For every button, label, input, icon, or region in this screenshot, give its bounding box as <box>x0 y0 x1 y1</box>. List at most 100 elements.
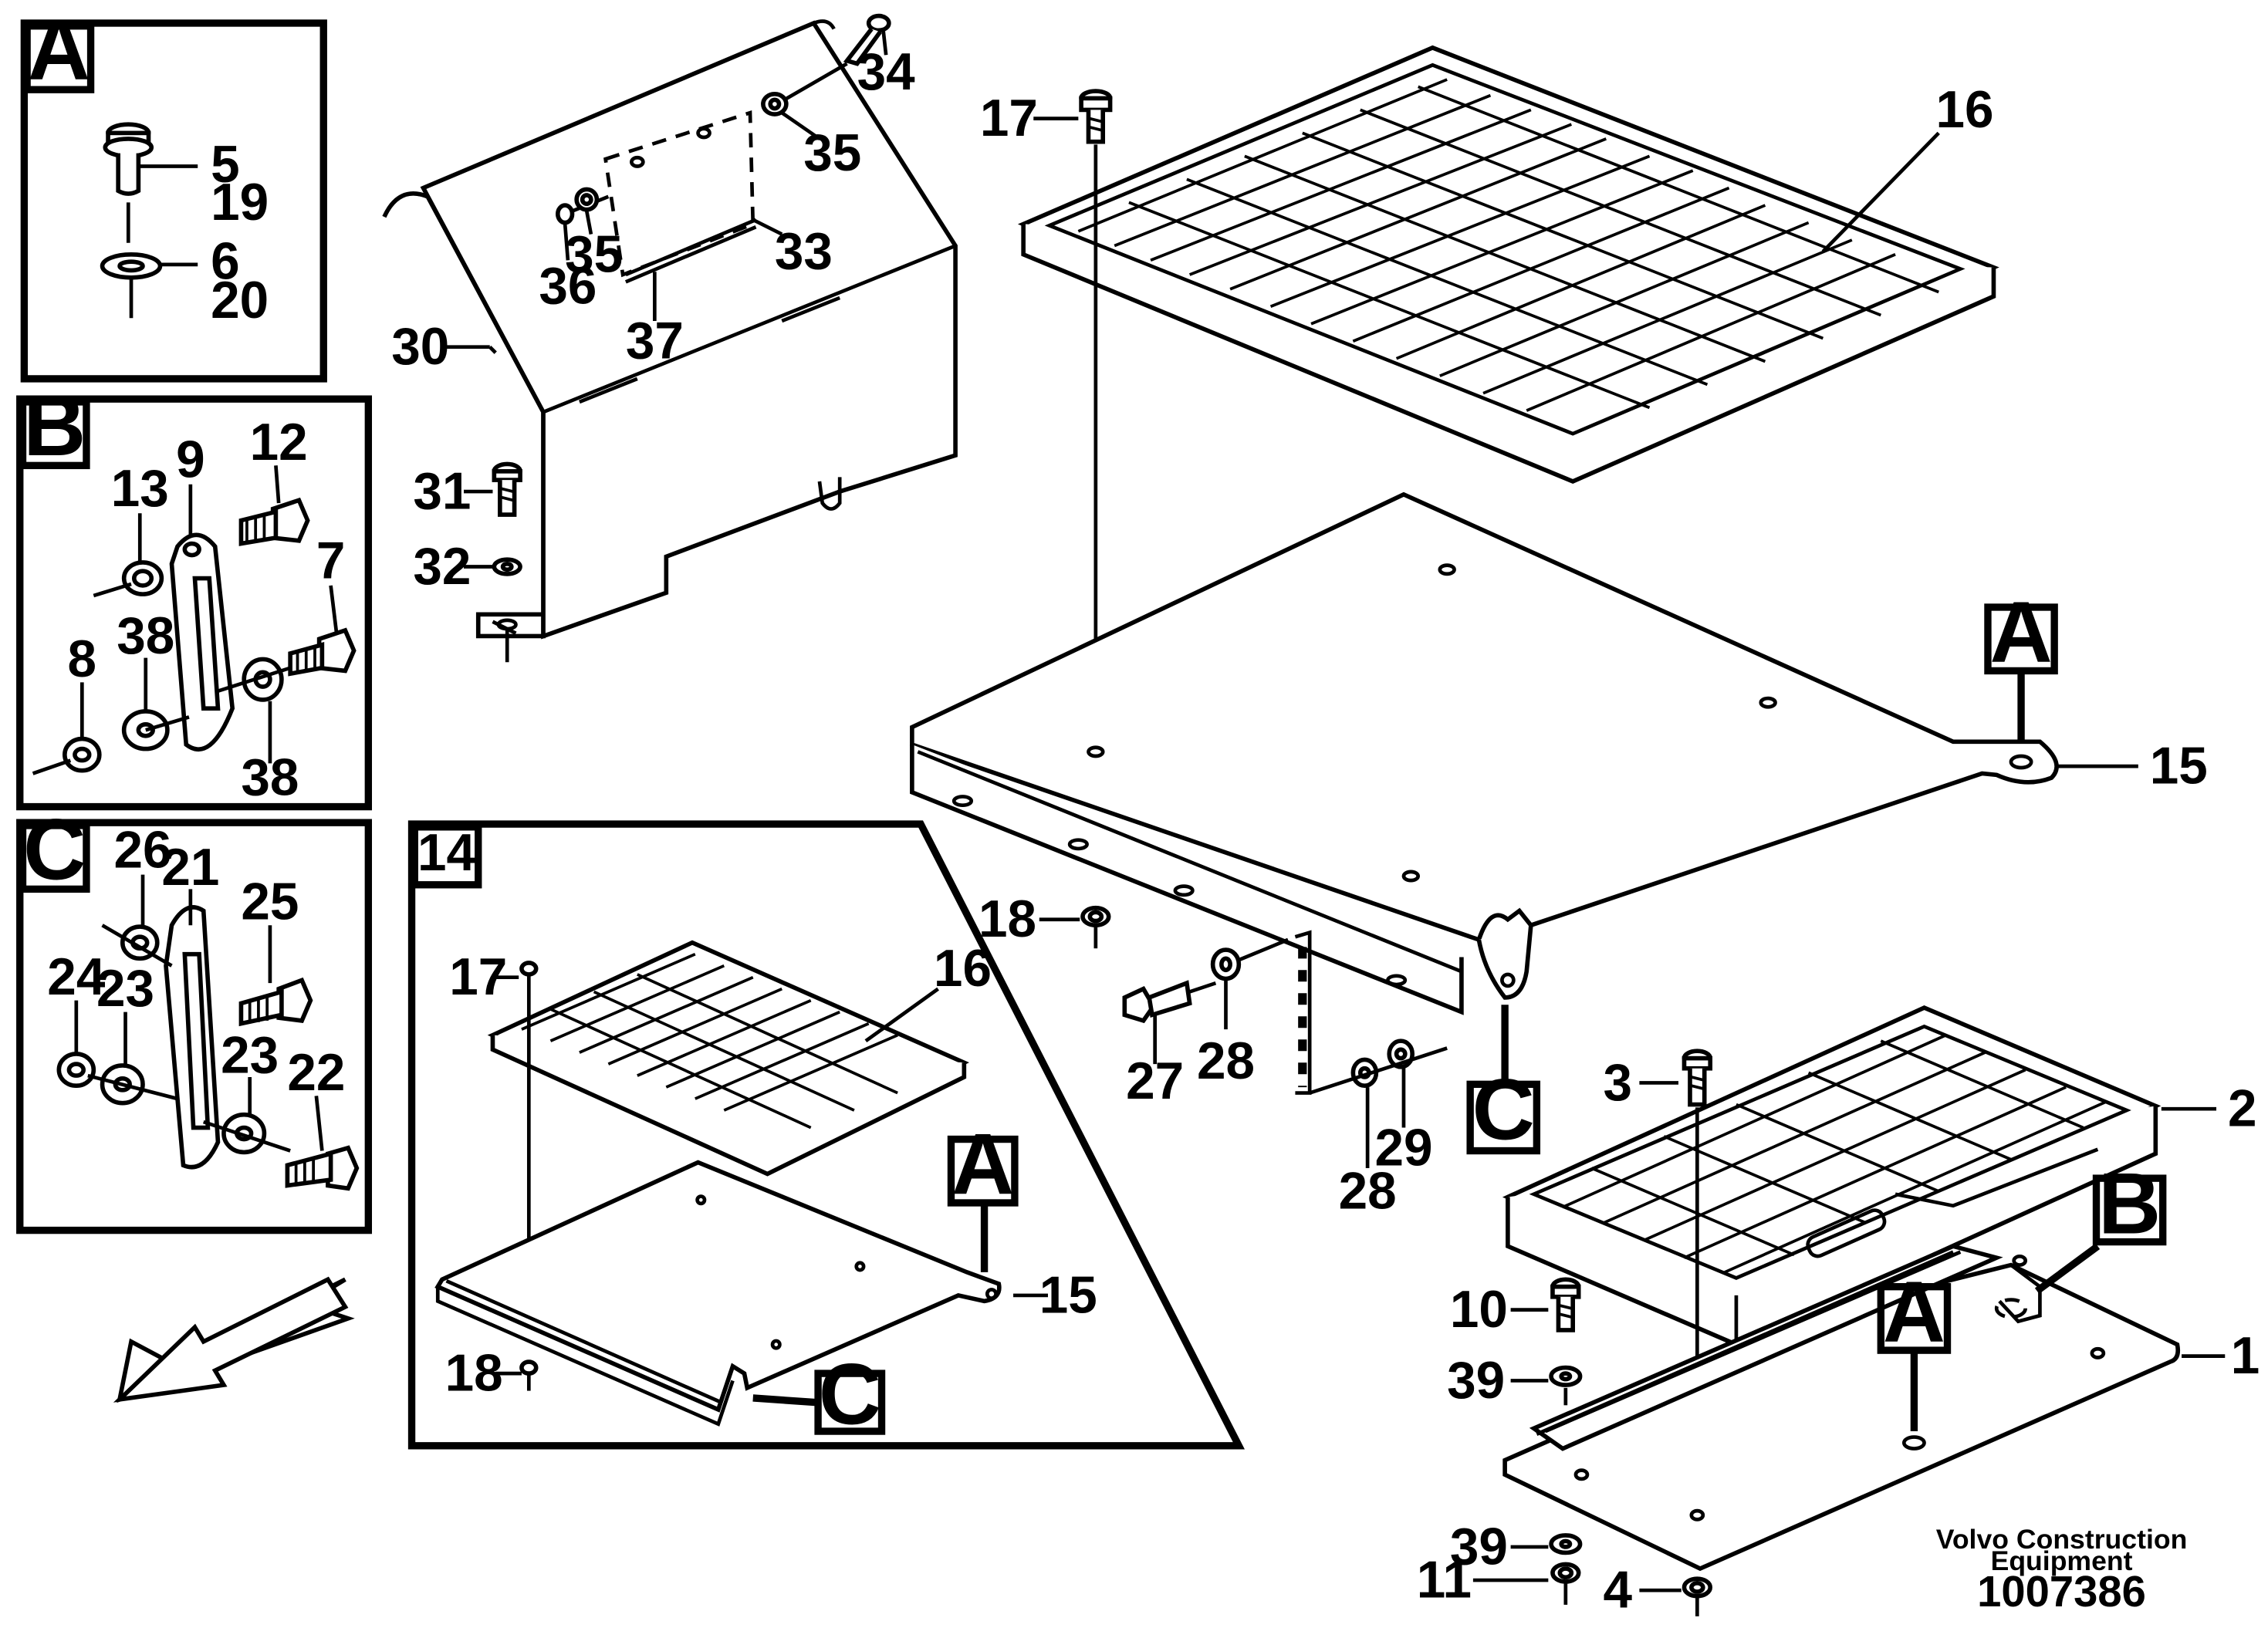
washer-icon <box>1210 947 1242 981</box>
callout-14: 14 <box>417 824 476 882</box>
grating-mesh-icon <box>521 952 898 1130</box>
grating-mesh-icon <box>1562 1033 2107 1274</box>
callout-13: 13 <box>111 460 169 518</box>
callout-36: 36 <box>539 257 597 315</box>
bolt-icon <box>781 13 891 103</box>
callout-7: 7 <box>316 532 346 590</box>
callout-39-bottom: 39 <box>1450 1518 1508 1576</box>
step-plate-1-part <box>1502 1244 2181 1572</box>
callout-23-right: 23 <box>221 1026 279 1084</box>
callout-6: 6 <box>211 233 240 291</box>
bolt-icon <box>1682 1049 1713 1107</box>
callout-22: 22 <box>287 1044 345 1102</box>
manufacturer-name-line2: Equipment <box>1991 1545 2133 1576</box>
cover-shield-part <box>382 19 958 663</box>
callout-20: 20 <box>211 272 269 329</box>
callout-27: 27 <box>1126 1052 1184 1110</box>
callout-16: 16 <box>1935 81 1993 139</box>
callout-11: 11 <box>1417 1552 1472 1609</box>
detail-c-label: C <box>23 800 86 897</box>
detail-b-panel: B 12 13 9 <box>16 377 373 811</box>
washer-icon <box>761 91 789 117</box>
bolt-icon <box>288 627 357 677</box>
bolt-icon <box>103 122 154 243</box>
callout-9: 9 <box>176 431 205 488</box>
callout-15: 15 <box>2150 738 2208 795</box>
nut-icon <box>1550 1562 1581 1605</box>
callout-39-top: 39 <box>1447 1352 1505 1410</box>
callout-19: 19 <box>211 174 269 231</box>
callout-24: 24 <box>47 948 106 1006</box>
detail-a-label: A <box>28 1 90 98</box>
step-grating-2-part <box>1502 1005 2162 1347</box>
callout-1: 1 <box>2231 1327 2260 1385</box>
bolt-icon <box>1079 89 1113 144</box>
callout-12: 12 <box>250 414 308 471</box>
bolt-icon <box>285 1145 360 1191</box>
callout-16-detail: 16 <box>934 940 992 998</box>
nut-icon <box>1682 1576 1713 1616</box>
callout-2: 2 <box>2228 1080 2257 1138</box>
bolt-icon <box>492 461 522 517</box>
callout-35-left: 35 <box>565 225 623 283</box>
callout-17-detail: 17 <box>449 948 507 1006</box>
nut-icon <box>1080 905 1111 949</box>
washer-icon <box>492 557 522 576</box>
callout-3: 3 <box>1604 1054 1633 1112</box>
callout-37: 37 <box>626 312 684 370</box>
detail-b-label: B <box>23 377 86 474</box>
ref-c-detail: C <box>819 1346 881 1443</box>
callout-18: 18 <box>979 890 1036 948</box>
callout-26: 26 <box>114 821 172 879</box>
grating-16-part <box>1017 45 1999 485</box>
manufacturer-name-line1: Volvo Construction <box>1936 1524 2188 1555</box>
forward-direction-arrow-icon <box>113 1276 355 1403</box>
callout-17: 17 <box>980 89 1038 147</box>
callout-38-left: 38 <box>117 607 174 665</box>
detail-14-panel: 14 17 16 15 18 A C <box>407 820 1246 1450</box>
washer-icon <box>1387 1039 1415 1069</box>
washer-icon <box>1549 1365 1583 1406</box>
bolt-icon <box>238 497 310 546</box>
callout-23-left: 23 <box>96 960 154 1018</box>
nut-icon <box>121 560 164 596</box>
callout-34: 34 <box>857 43 916 101</box>
grating-mesh-icon <box>1077 78 1939 412</box>
washer-icon <box>100 252 163 319</box>
nut-icon <box>63 736 102 773</box>
title-block: Volvo Construction Equipment 1007386 <box>1936 1524 2188 1616</box>
callout-30: 30 <box>391 318 449 376</box>
callout-31: 31 <box>413 463 471 521</box>
callout-5: 5 <box>211 136 240 194</box>
bolt-icon <box>238 977 313 1027</box>
document-number: 1007386 <box>1977 1567 2146 1616</box>
callout-38-right: 38 <box>241 749 299 807</box>
callout-4: 4 <box>1604 1562 1633 1619</box>
washer-icon <box>555 203 575 225</box>
callout-25: 25 <box>241 873 299 931</box>
ref-a-lower: A <box>1883 1263 1945 1360</box>
callout-21: 21 <box>161 839 219 897</box>
callout-15-detail: 15 <box>1039 1266 1097 1324</box>
washer-icon <box>121 709 170 751</box>
callout-28-top: 28 <box>1197 1032 1255 1090</box>
callout-29: 29 <box>1374 1119 1432 1177</box>
bolt-icon <box>1550 1277 1581 1332</box>
bolt-icon <box>1122 980 1217 1024</box>
detail-a-panel: A 5 19 6 20 <box>20 1 327 383</box>
callout-33: 33 <box>775 223 833 281</box>
floor-plate-15-part <box>910 491 2059 1015</box>
callout-8: 8 <box>68 630 97 688</box>
ref-a-main: A <box>1989 583 2052 681</box>
ref-b-lower: B <box>2098 1154 2161 1251</box>
callout-28-bottom: 28 <box>1339 1162 1397 1220</box>
nut-icon <box>56 1052 96 1089</box>
callout-18-detail: 18 <box>445 1345 503 1403</box>
detail-c-panel: C 21 26 25 24 <box>16 800 373 1234</box>
washer-icon <box>1549 1533 1583 1555</box>
callout-10: 10 <box>1450 1281 1508 1339</box>
washer-icon <box>221 1112 267 1155</box>
callout-32: 32 <box>413 538 471 596</box>
callout-35-top: 35 <box>803 124 861 182</box>
